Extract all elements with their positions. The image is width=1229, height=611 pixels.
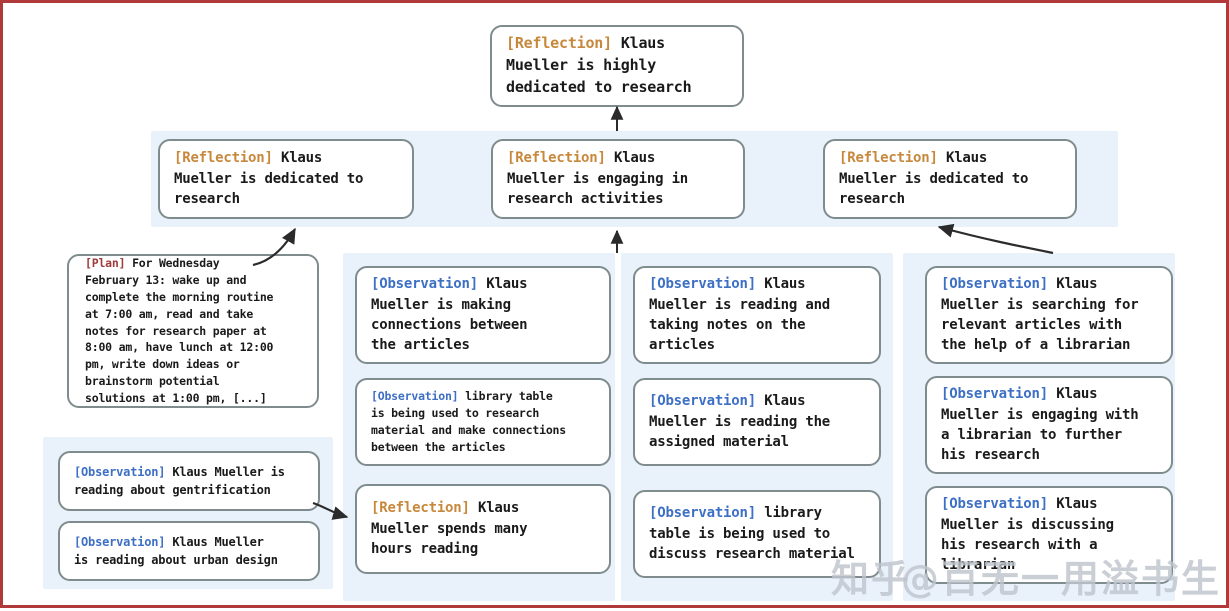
node-obs-searching-articles[interactable]: [Observation] Klaus Mueller is searching… bbox=[925, 266, 1173, 364]
tag-observation: [Observation] bbox=[74, 535, 166, 549]
tag-observation: [Observation] bbox=[74, 465, 166, 479]
tag-observation: [Observation] bbox=[941, 386, 1048, 403]
node-text: [Reflection] Klaus Mueller spends many h… bbox=[371, 498, 528, 559]
node-obs-reading-taking-notes[interactable]: [Observation] Klaus Mueller is reading a… bbox=[633, 266, 881, 364]
arrow-right-column-to-reflection bbox=[937, 223, 1054, 255]
node-observation-urban-design[interactable]: [Observation] Klaus Mueller is reading a… bbox=[58, 521, 320, 581]
tag-observation: [Observation] bbox=[371, 389, 459, 404]
node-body: Klaus Mueller is reading about urban des… bbox=[74, 535, 278, 567]
node-body: For Wednesday February 13: wake up and c… bbox=[85, 256, 274, 405]
tag-observation: [Observation] bbox=[371, 276, 478, 293]
tag-observation: [Observation] bbox=[941, 276, 1048, 293]
node-reflection-right[interactable]: [Reflection] Klaus Mueller is dedicated … bbox=[823, 139, 1077, 219]
node-reflection-left[interactable]: [Reflection] Klaus Mueller is dedicated … bbox=[158, 139, 414, 219]
node-text: [Reflection] Klaus Mueller is engaging i… bbox=[507, 148, 688, 209]
node-body: Klaus Mueller is searching for relevant … bbox=[941, 276, 1139, 354]
node-body: Klaus Mueller is engaging with a librari… bbox=[941, 386, 1139, 464]
node-text: [Observation] Klaus Mueller is discussin… bbox=[941, 494, 1114, 576]
node-body: Klaus Mueller spends many hours reading bbox=[371, 500, 528, 558]
node-obs-discussing-research[interactable]: [Observation] Klaus Mueller is discussin… bbox=[925, 486, 1173, 584]
node-obs-making-connections[interactable]: [Observation] Klaus Mueller is making co… bbox=[355, 266, 611, 364]
node-obs-engaging-librarian[interactable]: [Observation] Klaus Mueller is engaging … bbox=[925, 376, 1173, 474]
node-plan[interactable]: [Plan] For Wednesday February 13: wake u… bbox=[67, 254, 319, 408]
node-reflection-hours-reading[interactable]: [Reflection] Klaus Mueller spends many h… bbox=[355, 484, 611, 574]
node-body: Klaus Mueller is reading and taking note… bbox=[649, 276, 831, 354]
node-obs-library-table-research[interactable]: [Observation] library table is being use… bbox=[355, 378, 611, 466]
tag-reflection: [Reflection] bbox=[839, 150, 938, 167]
node-text: [Observation] library table is being use… bbox=[371, 388, 566, 455]
tag-reflection: [Reflection] bbox=[371, 500, 470, 517]
tag-observation: [Observation] bbox=[649, 276, 756, 293]
node-text: [Reflection] Klaus Mueller is dedicated … bbox=[174, 148, 363, 209]
tag-observation: [Observation] bbox=[649, 393, 756, 410]
node-body: Klaus Mueller is engaging in research ac… bbox=[507, 150, 689, 208]
node-text: [Observation] library table is being use… bbox=[649, 503, 855, 564]
node-obs-assigned-material[interactable]: [Observation] Klaus Mueller is reading t… bbox=[633, 378, 881, 466]
node-obs-library-table-discuss[interactable]: [Observation] library table is being use… bbox=[633, 490, 881, 578]
node-root-reflection[interactable]: [Reflection] Klaus Mueller is highly ded… bbox=[490, 25, 744, 107]
tag-plan: [Plan] bbox=[85, 256, 126, 271]
tag-observation: [Observation] bbox=[649, 505, 756, 522]
node-text: [Observation] Klaus Mueller is engaging … bbox=[941, 384, 1139, 466]
node-body: Klaus Mueller is making connections betw… bbox=[371, 276, 528, 354]
node-body: library table is being used to research … bbox=[371, 389, 566, 454]
node-body: Klaus Mueller is reading about gentrific… bbox=[74, 465, 285, 497]
node-text: [Observation] Klaus Mueller is reading a… bbox=[74, 463, 285, 499]
diagram-canvas: [Reflection] Klaus Mueller is highly ded… bbox=[3, 3, 1226, 605]
tag-observation: [Observation] bbox=[941, 496, 1048, 513]
node-text: [Reflection] Klaus Mueller is dedicated … bbox=[839, 148, 1028, 209]
tag-reflection: [Reflection] bbox=[506, 34, 612, 53]
node-reflection-middle[interactable]: [Reflection] Klaus Mueller is engaging i… bbox=[491, 139, 745, 219]
node-text: [Observation] Klaus Mueller is searching… bbox=[941, 274, 1139, 356]
node-body: Klaus Mueller is dedicated to research bbox=[839, 150, 1029, 208]
node-text: [Plan] For Wednesday February 13: wake u… bbox=[85, 255, 273, 406]
node-body: Klaus Mueller is reading the assigned ma… bbox=[649, 393, 831, 451]
node-body: Klaus Mueller is dedicated to research bbox=[174, 150, 364, 208]
node-text: [Observation] Klaus Mueller is making co… bbox=[371, 274, 528, 356]
node-text: [Reflection] Klaus Mueller is highly ded… bbox=[506, 33, 692, 98]
node-observation-gentrification[interactable]: [Observation] Klaus Mueller is reading a… bbox=[58, 451, 320, 511]
node-text: [Observation] Klaus Mueller is reading a… bbox=[74, 533, 278, 569]
node-text: [Observation] Klaus Mueller is reading a… bbox=[649, 274, 830, 356]
tag-reflection: [Reflection] bbox=[174, 150, 273, 167]
node-body: library table is being used to discuss r… bbox=[649, 505, 855, 563]
node-body: Klaus Mueller is discussing his research… bbox=[941, 496, 1114, 574]
node-text: [Observation] Klaus Mueller is reading t… bbox=[649, 391, 830, 452]
node-body: Klaus Mueller is highly dedicated to res… bbox=[506, 34, 692, 96]
tag-reflection: [Reflection] bbox=[507, 150, 606, 167]
